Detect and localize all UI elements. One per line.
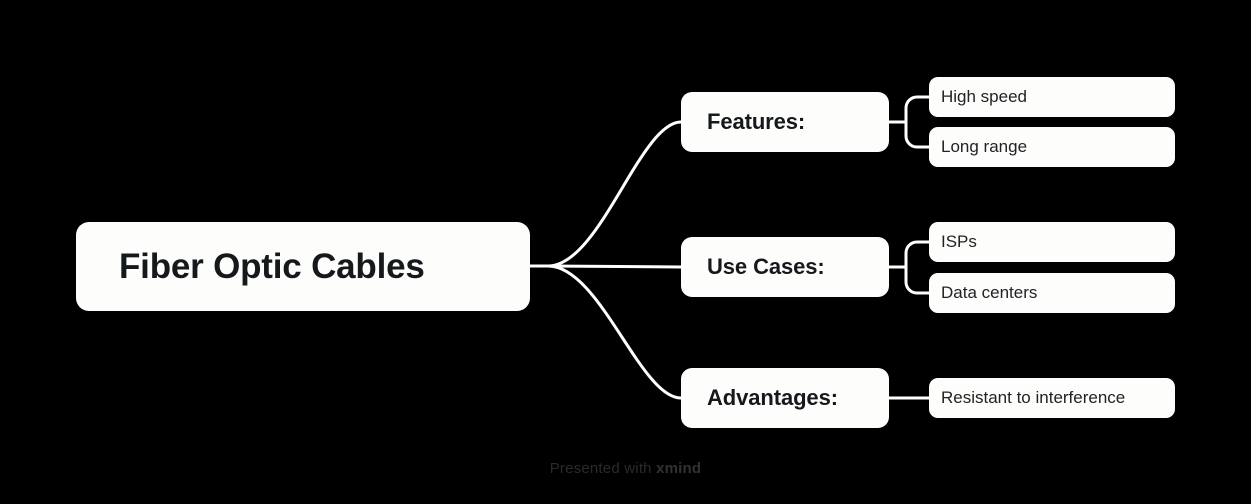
connector-root-to-use-cases bbox=[546, 264, 683, 269]
branch-node-label: Features: bbox=[707, 109, 806, 134]
branch-node-advantages[interactable]: Advantages: bbox=[681, 368, 889, 428]
connector-features-bracket bbox=[904, 95, 929, 149]
connector-use-cases-bracket bbox=[904, 240, 929, 295]
watermark: Presented with xmind bbox=[0, 460, 1251, 477]
root-node[interactable]: Fiber Optic Cables bbox=[76, 222, 530, 311]
leaf-node-label: Resistant to interference bbox=[941, 388, 1126, 407]
watermark-prefix: Presented with bbox=[549, 460, 657, 477]
root-node-label: Fiber Optic Cables bbox=[119, 246, 425, 286]
leaf-node-long-range[interactable]: Long range bbox=[929, 127, 1175, 167]
leaf-node-label: ISPs bbox=[941, 232, 977, 251]
watermark-brand: xmind bbox=[656, 460, 702, 477]
leaf-node-high-speed[interactable]: High speed bbox=[929, 77, 1175, 117]
branch-node-label: Use Cases: bbox=[707, 254, 825, 279]
leaf-node-isps[interactable]: ISPs bbox=[929, 222, 1175, 262]
branch-node-use-cases[interactable]: Use Cases: bbox=[681, 237, 889, 297]
leaf-node-resistant-to-interference[interactable]: Resistant to interference bbox=[929, 378, 1175, 418]
branch-node-label: Advantages: bbox=[707, 385, 838, 410]
leaf-node-data-centers[interactable]: Data centers bbox=[929, 273, 1175, 313]
connector-root-to-advantages bbox=[546, 264, 683, 400]
leaf-node-label: Data centers bbox=[941, 283, 1038, 302]
branch-node-features[interactable]: Features: bbox=[681, 92, 889, 152]
leaf-node-label: Long range bbox=[941, 137, 1028, 156]
connector-root-to-features bbox=[546, 120, 683, 268]
leaf-node-label: High speed bbox=[941, 87, 1028, 106]
